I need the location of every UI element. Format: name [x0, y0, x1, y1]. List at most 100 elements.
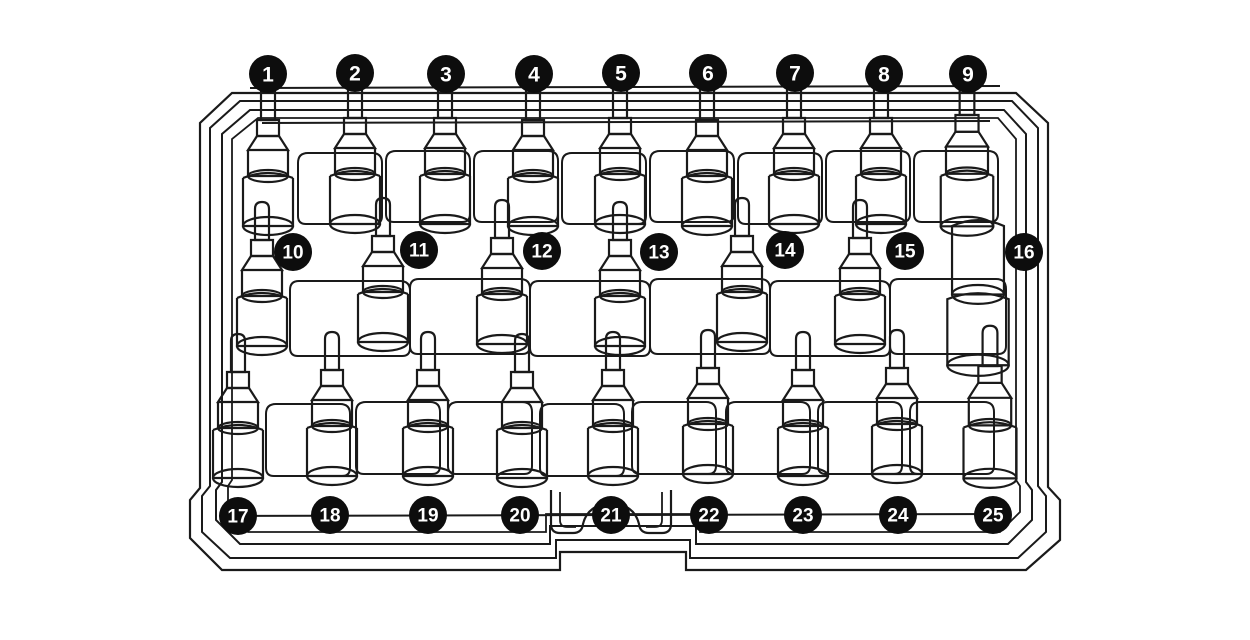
callout-number: 13 [648, 243, 669, 264]
callout-number: 11 [409, 241, 430, 262]
socket-bit [870, 328, 924, 485]
callout-circle [865, 55, 903, 93]
callout-number: 15 [894, 242, 916, 263]
socket-bit [305, 330, 359, 487]
socket-bit [418, 78, 472, 235]
callout-badge-11[interactable]: 11 [400, 231, 438, 269]
callout-circle [602, 54, 640, 92]
callout-badge-15[interactable]: 15 [886, 232, 924, 270]
callout-badge-9[interactable]: 9 [949, 55, 987, 93]
socket-bit [776, 330, 830, 487]
callout-number: 14 [774, 241, 796, 262]
callout-circle [592, 496, 630, 534]
socket-bit [475, 198, 529, 355]
socket-bit [586, 330, 640, 487]
callout-badge-4[interactable]: 4 [515, 55, 553, 93]
socket-bit [680, 80, 734, 237]
callout-circle [689, 54, 727, 92]
callout-circle [311, 496, 349, 534]
socket-bit [962, 324, 1018, 489]
callout-circle [427, 55, 465, 93]
callout-badge-16[interactable]: 16 [1005, 233, 1043, 271]
callout-badge-1[interactable]: 1 [249, 55, 287, 93]
callout-number: 12 [531, 242, 552, 263]
callout-circle [219, 497, 257, 535]
callout-number: 4 [528, 64, 540, 87]
callout-circle [249, 55, 287, 93]
callout-badge-8[interactable]: 8 [865, 55, 903, 93]
callout-circle [690, 496, 728, 534]
callout-badge-19[interactable]: 19 [409, 496, 447, 534]
socket-bit [495, 332, 549, 489]
callout-number: 17 [227, 507, 248, 528]
callout-number: 5 [615, 63, 627, 86]
callout-circle [776, 54, 814, 92]
callout-circle [949, 55, 987, 93]
callout-number: 23 [792, 506, 813, 527]
socket-bit [833, 198, 887, 355]
callout-badge-10[interactable]: 10 [274, 233, 312, 271]
socket-bit [401, 330, 455, 487]
socket-bit [506, 80, 560, 237]
callout-badge-13[interactable]: 13 [640, 233, 678, 271]
callout-circle [515, 55, 553, 93]
callout-circle [1005, 233, 1043, 271]
socket-bit [356, 196, 410, 353]
callout-number: 7 [789, 63, 801, 86]
tray-top-rail [261, 120, 991, 124]
callout-number: 18 [319, 506, 340, 527]
callout-number: 1 [262, 64, 274, 87]
socket-bit [715, 196, 769, 353]
socket-bits-layer [211, 65, 1018, 489]
callout-circle [766, 231, 804, 269]
callout-circle [879, 496, 917, 534]
callout-number: 21 [600, 506, 622, 527]
tray-outer-shell [188, 91, 1062, 572]
callout-circle [336, 54, 374, 92]
socket-bit-tall [946, 219, 1010, 377]
socket-bit [235, 200, 289, 357]
callout-circle [501, 496, 539, 534]
callout-number: 9 [962, 64, 974, 87]
callout-badge-2[interactable]: 2 [336, 54, 374, 92]
callout-badge-17[interactable]: 17 [219, 497, 257, 535]
callout-number: 22 [698, 506, 719, 527]
callout-number: 10 [282, 243, 303, 264]
callout-number: 25 [982, 506, 1004, 527]
callout-badge-21[interactable]: 21 [592, 496, 630, 534]
callout-badge-14[interactable]: 14 [766, 231, 804, 269]
callout-badge-18[interactable]: 18 [311, 496, 349, 534]
socket-bit [593, 78, 647, 235]
callout-badge-3[interactable]: 3 [427, 55, 465, 93]
callout-number: 3 [440, 64, 452, 87]
callout-number: 20 [509, 506, 530, 527]
callout-circle [640, 233, 678, 271]
callout-circle [974, 496, 1012, 534]
callout-number: 24 [887, 506, 909, 527]
callout-number: 8 [878, 64, 890, 87]
socket-bit [211, 332, 265, 489]
callout-circle [784, 496, 822, 534]
callout-circle [400, 231, 438, 269]
callout-badge-6[interactable]: 6 [689, 54, 727, 92]
row1-cavities [297, 150, 999, 225]
callout-badge-7[interactable]: 7 [776, 54, 814, 92]
callout-number: 19 [417, 506, 438, 527]
row3-cavities [265, 401, 995, 477]
callout-badge-23[interactable]: 23 [784, 496, 822, 534]
callout-badge-25[interactable]: 25 [974, 496, 1012, 534]
callout-badge-20[interactable]: 20 [501, 496, 539, 534]
callout-number: 6 [702, 63, 714, 86]
socket-bit [767, 78, 821, 235]
callout-number: 16 [1013, 243, 1034, 264]
callout-circle [886, 232, 924, 270]
callout-badge-12[interactable]: 12 [523, 232, 561, 270]
callout-badge-24[interactable]: 24 [879, 496, 917, 534]
callout-badge-5[interactable]: 5 [602, 54, 640, 92]
callout-badge-22[interactable]: 22 [690, 496, 728, 534]
socket-bit [681, 328, 735, 485]
socket-bit [328, 78, 382, 235]
